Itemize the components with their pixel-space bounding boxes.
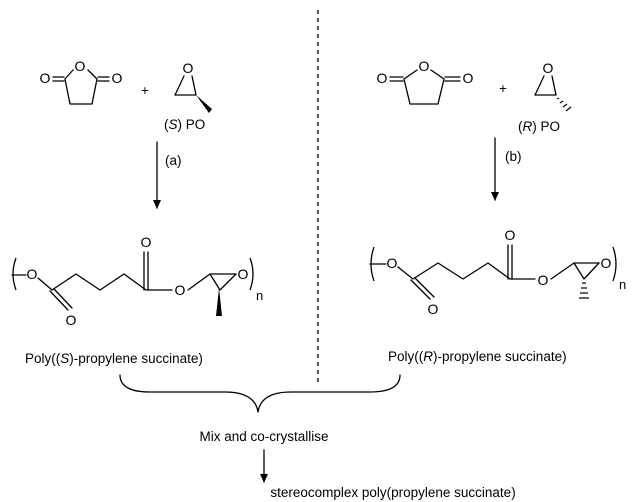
atom-o-epoxide: O [183, 60, 194, 76]
repeat-subscript-n: n [619, 277, 626, 292]
hashed-bond [556, 97, 572, 112]
poly-s-propylene-succinate: O O O O O n [11, 234, 263, 328]
atom-o: O [141, 234, 152, 250]
s-propylene-oxide: O [174, 60, 212, 113]
atom-o: O [505, 227, 516, 243]
r-propylene-oxide: O [534, 60, 572, 112]
polymer-name-r: Poly((R)-propylene succinate) [388, 349, 567, 364]
atom-o-carbonyl: O [40, 70, 51, 86]
atom-o: O [601, 255, 612, 271]
mix-label: Mix and co-crystallise [199, 429, 328, 444]
succinic-anhydride-right: O O O [377, 58, 474, 105]
arrow-label-a: (a) [165, 153, 182, 168]
atom-o: O [27, 266, 38, 282]
product-label: stereocomplex poly(propylene succinate) [270, 485, 515, 500]
hashed-bond [579, 282, 589, 299]
atom-o: O [175, 282, 186, 298]
atom-o-carbonyl: O [463, 70, 474, 86]
plus-sign: + [499, 81, 507, 96]
r-po-label: (R) PO [518, 119, 560, 134]
atom-o-ring: O [75, 58, 86, 74]
atom-o-ring: O [419, 58, 430, 74]
arrow-label-b: (b) [505, 149, 522, 164]
polymer-name-s: Poly((S)-propylene succinate) [25, 351, 203, 366]
atom-o: O [66, 312, 77, 328]
poly-r-propylene-succinate: O O O O O n [369, 227, 626, 317]
atom-o: O [538, 272, 549, 288]
atom-o: O [238, 266, 249, 282]
atom-o: O [428, 301, 439, 317]
wedge-bond [196, 95, 212, 113]
atom-o: O [387, 255, 398, 271]
s-po-label: (S) PO [164, 117, 205, 132]
plus-sign: + [141, 83, 149, 98]
atom-o-carbonyl: O [377, 70, 388, 86]
atom-o-epoxide: O [543, 60, 554, 76]
merge-brace [119, 374, 401, 413]
succinic-anhydride-left: O O O [40, 58, 123, 105]
repeat-subscript-n: n [256, 288, 263, 303]
wedge-bond [216, 288, 222, 316]
atom-o-carbonyl: O [112, 70, 123, 86]
